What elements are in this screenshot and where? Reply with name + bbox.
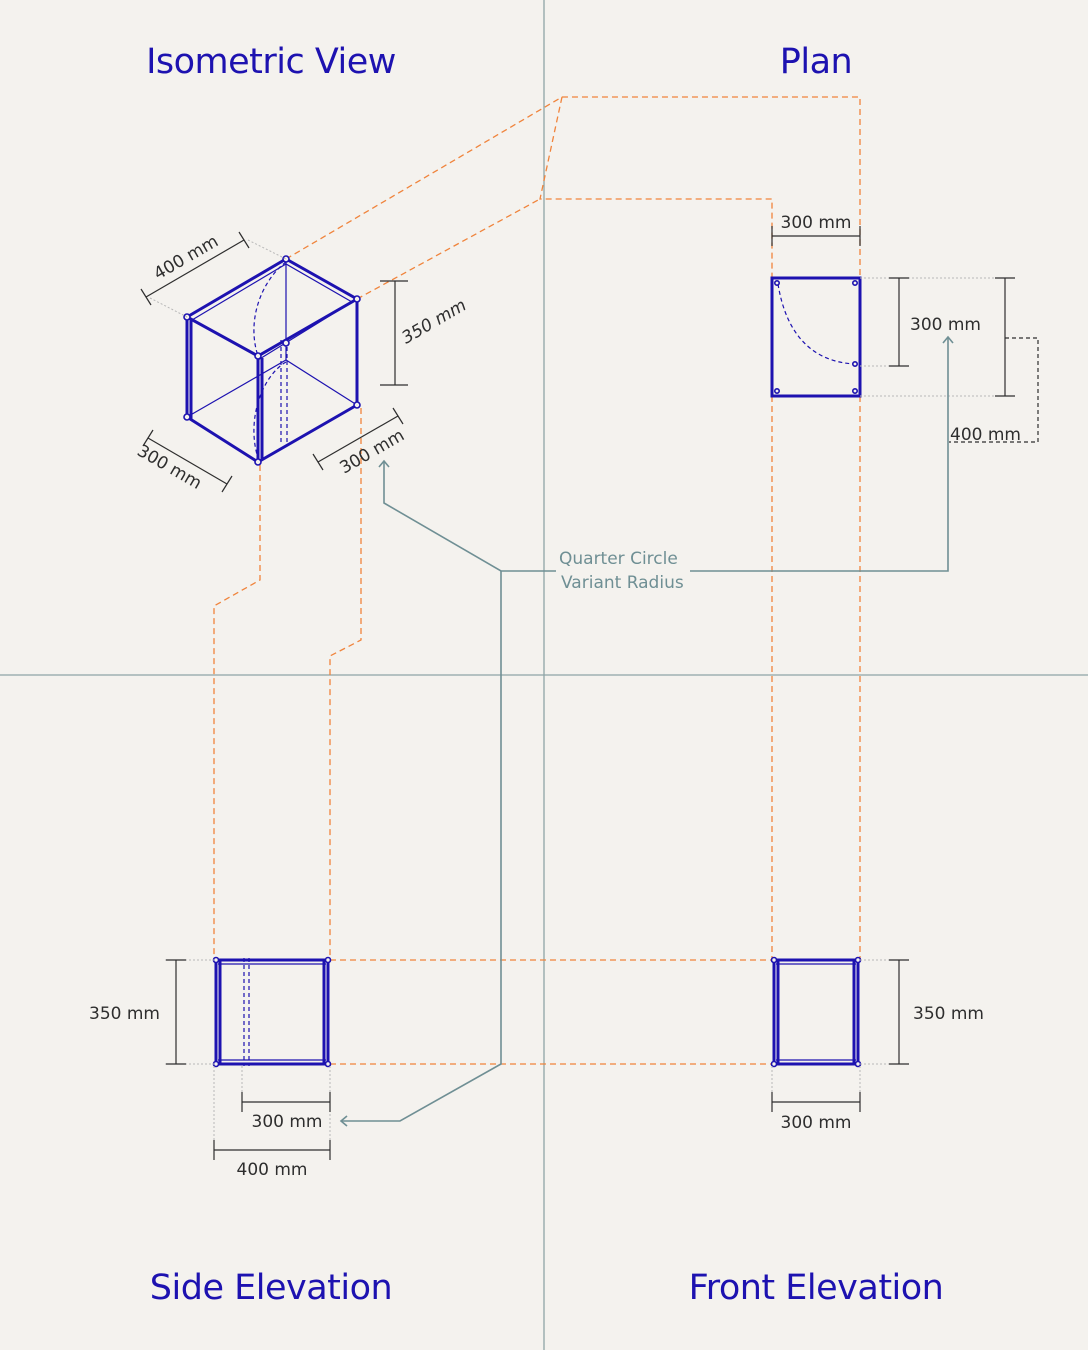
projection-lines <box>213 96 861 1065</box>
iso-dim-tick <box>140 288 152 306</box>
iso-joint <box>353 295 361 303</box>
plan-dim-width-label: 300 mm <box>781 213 852 233</box>
leader-to-plan <box>690 335 954 572</box>
annotation-line1: Quarter Circle <box>559 549 678 569</box>
leader-to-side <box>339 571 502 1127</box>
front-elevation: 350 mm 300 mm <box>770 956 984 1133</box>
front-joint <box>770 1060 778 1068</box>
iso-top-inner <box>191 263 354 361</box>
projection-plan-left <box>539 96 773 278</box>
projection-top-back <box>285 96 861 278</box>
side-dim-width-label: 400 mm <box>237 1160 308 1180</box>
iso-dim-tick <box>238 231 250 249</box>
iso-quarter-circle-top <box>253 261 287 357</box>
iso-joint <box>254 458 262 466</box>
projection-side-right <box>329 408 362 960</box>
side-joint <box>212 1060 220 1068</box>
iso-dim-left-label: 300 mm <box>134 441 205 494</box>
iso-bottom-back <box>186 359 358 418</box>
iso-dim-right-label: 300 mm <box>337 426 408 479</box>
side-joint <box>324 956 332 964</box>
iso-quarter-circle-bottom <box>253 361 287 459</box>
front-elevation-title: Front Elevation <box>688 1268 944 1308</box>
iso-dim-line-top <box>145 239 245 298</box>
plan-hole <box>851 387 858 394</box>
plan-dim-inner-label: 300 mm <box>910 315 981 335</box>
iso-dim-tick <box>392 407 404 425</box>
leader-to-iso <box>378 459 556 572</box>
iso-dim-height-label: 350 mm <box>399 296 470 349</box>
isometric-view-title: Isometric View <box>146 42 396 82</box>
annotation-line2: Variant Radius <box>561 573 684 593</box>
iso-dim-tick <box>142 429 154 447</box>
iso-dimensions: 400 mm 350 mm 300 mm 300 mm <box>134 232 470 494</box>
isometric-cube <box>183 255 361 466</box>
side-dim-height-label: 350 mm <box>89 1004 160 1024</box>
front-joint <box>854 956 862 964</box>
plan-hole <box>851 279 858 286</box>
iso-joint <box>353 401 361 409</box>
projection-side-left <box>213 465 261 960</box>
iso-dim-tick <box>312 453 324 471</box>
iso-dim-top-label: 400 mm <box>151 232 222 285</box>
iso-joint <box>254 352 262 360</box>
iso-dim-line-right <box>317 415 399 463</box>
iso-joint <box>282 339 290 347</box>
plan-outline <box>770 276 862 398</box>
side-elevation-title: Side Elevation <box>149 1268 393 1308</box>
plan-dim-outer-box <box>949 337 1039 443</box>
iso-ext <box>247 239 287 260</box>
front-dim-height-label: 350 mm <box>913 1004 984 1024</box>
plan-view: 300 mm 300 mm 400 mm <box>770 213 1039 445</box>
iso-bottom-front <box>186 403 358 464</box>
iso-ext <box>149 297 188 318</box>
plan-hole <box>773 387 780 394</box>
iso-dim-tick <box>221 475 233 493</box>
plan-quarter-circle <box>777 283 856 365</box>
front-joint <box>770 956 778 964</box>
iso-joint <box>282 255 290 263</box>
front-joint <box>854 1060 862 1068</box>
plan-hole <box>773 279 780 286</box>
plan-hole <box>851 360 858 367</box>
front-dim-width-label: 300 mm <box>781 1113 852 1133</box>
plan-dim-outer-label: 400 mm <box>950 425 1021 445</box>
annotation-leaders: Quarter Circle Variant Radius <box>339 335 954 1127</box>
side-elevation: 350 mm 300 mm 400 mm <box>89 956 332 1180</box>
iso-joint <box>183 413 191 421</box>
iso-dim-line-left <box>147 437 228 485</box>
side-joint <box>212 956 220 964</box>
side-dim-inner-label: 300 mm <box>252 1112 323 1132</box>
side-joint <box>324 1060 332 1068</box>
plan-title: Plan <box>779 42 853 82</box>
projection-top-right <box>356 198 541 300</box>
